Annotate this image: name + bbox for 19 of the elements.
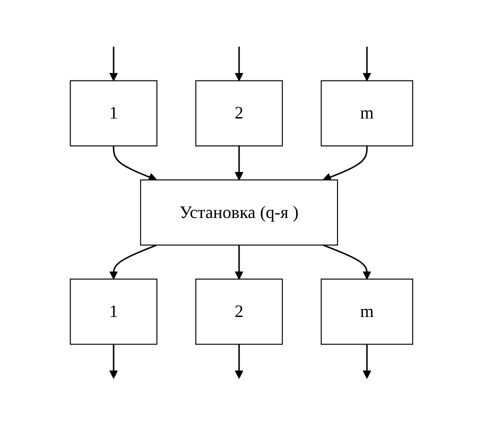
arrow <box>109 244 157 280</box>
node-box <box>140 179 338 246</box>
arrow <box>362 344 372 379</box>
node-box <box>320 278 414 345</box>
arrow <box>234 344 244 379</box>
arrow <box>322 146 368 182</box>
arrow <box>362 46 372 82</box>
node-box <box>70 80 158 146</box>
node-box <box>195 80 283 146</box>
arrow <box>109 344 118 379</box>
node-box <box>70 278 158 345</box>
node-box <box>195 278 283 345</box>
arrow <box>109 46 118 82</box>
arrow <box>234 245 244 280</box>
arrow <box>112 146 158 182</box>
arrow <box>234 146 244 180</box>
arrow <box>234 46 244 82</box>
node-box <box>320 80 414 146</box>
arrow <box>322 244 372 280</box>
